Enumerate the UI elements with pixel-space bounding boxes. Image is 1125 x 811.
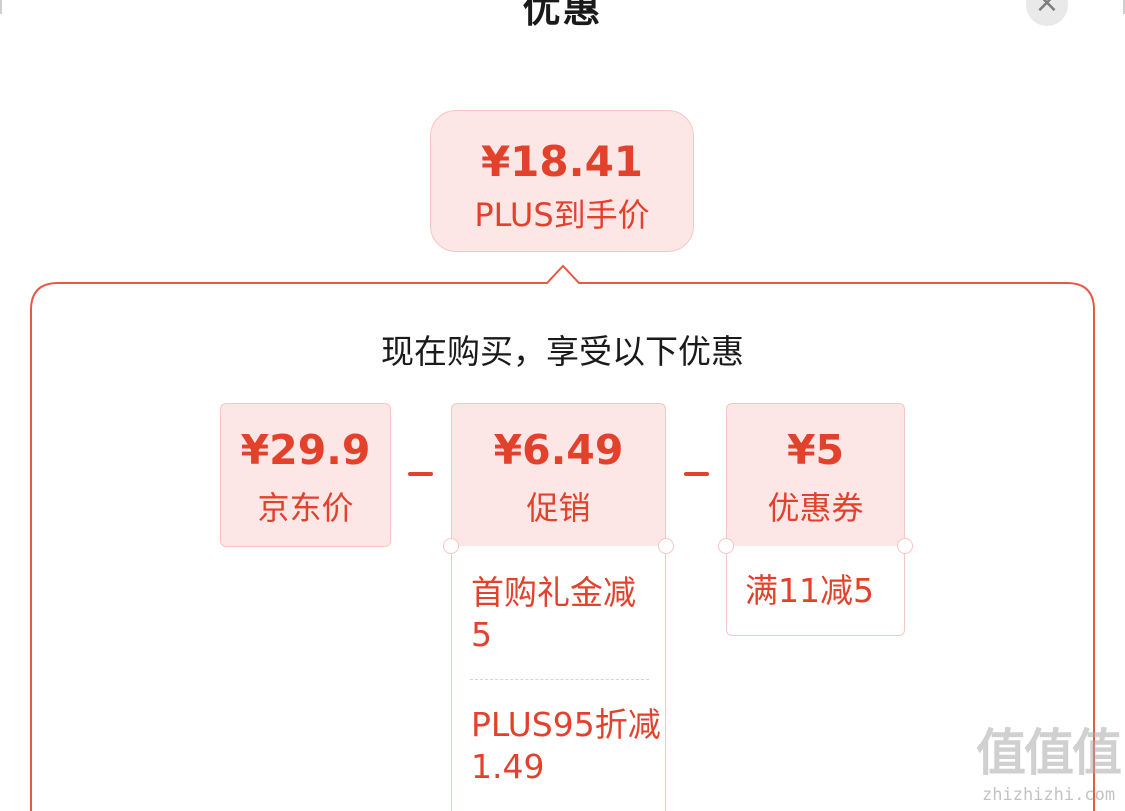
sheet-left-edge xyxy=(0,0,2,14)
coupon-amount: ¥5 xyxy=(786,426,845,474)
panel-subtitle: 现在购买，享受以下优惠 xyxy=(381,332,744,371)
coupon-card: ¥5 优惠券 xyxy=(726,403,905,547)
dashed-divider xyxy=(470,679,649,680)
promo-label: 促销 xyxy=(526,489,591,527)
coupon-item: 满11减5 xyxy=(745,571,874,610)
promo-item-first-purchase: 首购礼金减5 xyxy=(471,573,636,654)
sheet-right-edge xyxy=(1123,0,1125,14)
jd-price-label: 京东价 xyxy=(257,489,354,527)
ticket-notch xyxy=(443,538,459,554)
ticket-notch xyxy=(718,538,734,554)
panel-border xyxy=(30,264,1095,811)
final-price-label: PLUS到手价 xyxy=(474,196,650,234)
ticket-notch xyxy=(658,538,674,554)
promo-card: ¥6.49 促销 xyxy=(451,403,666,547)
ticket-notch xyxy=(897,538,913,554)
jd-price-amount: ¥29.9 xyxy=(240,426,371,474)
promo-item-plus-discount: PLUS95折减1.49 xyxy=(471,705,661,786)
final-price-amount: ¥18.41 xyxy=(480,137,644,186)
close-icon: × xyxy=(1034,0,1060,20)
promo-amount: ¥6.49 xyxy=(493,426,624,474)
minus-sign xyxy=(408,472,433,476)
coupon-details: 满11减5 xyxy=(718,538,913,636)
coupon-label: 优惠券 xyxy=(767,489,864,527)
sheet-title: 优惠 xyxy=(522,0,603,31)
jd-price-card: ¥29.9 京东价 xyxy=(220,403,391,547)
final-price-box: ¥18.41 PLUS到手价 xyxy=(430,110,694,252)
minus-sign xyxy=(684,472,709,476)
promo-details: 首购礼金减5 PLUS95折减1.49 xyxy=(443,538,674,811)
